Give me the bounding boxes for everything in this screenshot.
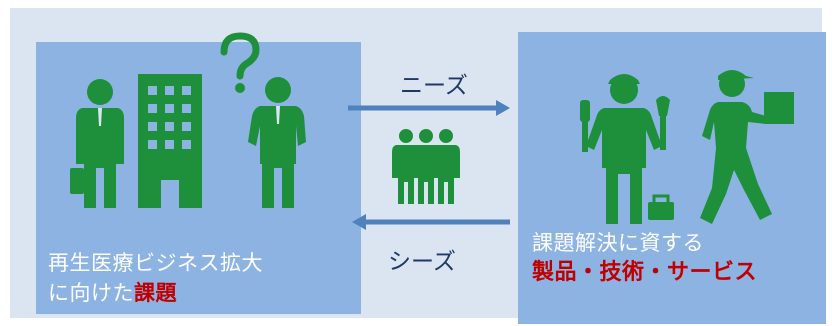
confused-businessman-icon xyxy=(248,77,306,208)
diagram-background: 再生医療ビジネス拡大 に向けた課題 課題解決に資する 製品・技術・サービス ニー… xyxy=(10,8,826,324)
right-caption-accent: 製品・技術・サービス xyxy=(532,260,758,285)
diagram-graphics xyxy=(70,32,794,230)
left-panel-caption: 再生医療ビジネス拡大 に向けた課題 xyxy=(48,248,263,308)
delivery-person-icon xyxy=(700,70,794,224)
left-caption-line1: 再生医療ビジネス拡大 xyxy=(48,251,263,275)
seeds-arrow xyxy=(352,214,510,230)
needs-label: ニーズ xyxy=(400,73,468,99)
team-of-three-icon xyxy=(392,129,460,204)
right-panel-caption: 課題解決に資する 製品・技術・サービス xyxy=(532,228,757,288)
question-mark-icon xyxy=(220,32,260,93)
office-building-icon xyxy=(138,74,202,208)
businessman-icon xyxy=(70,79,124,208)
seeds-label: シーズ xyxy=(388,249,456,275)
left-caption-line2: に向けた課題 xyxy=(48,278,263,308)
worker-with-tools-icon xyxy=(580,74,670,224)
right-panel-solutions: 課題解決に資する 製品・技術・サービス xyxy=(518,32,826,324)
left-caption-prefix: に向けた xyxy=(48,281,134,305)
toolbox-icon xyxy=(648,194,674,220)
left-caption-accent: 課題 xyxy=(134,281,177,305)
right-caption-line1: 課題解決に資する xyxy=(532,231,704,255)
needs-arrow xyxy=(348,100,510,116)
